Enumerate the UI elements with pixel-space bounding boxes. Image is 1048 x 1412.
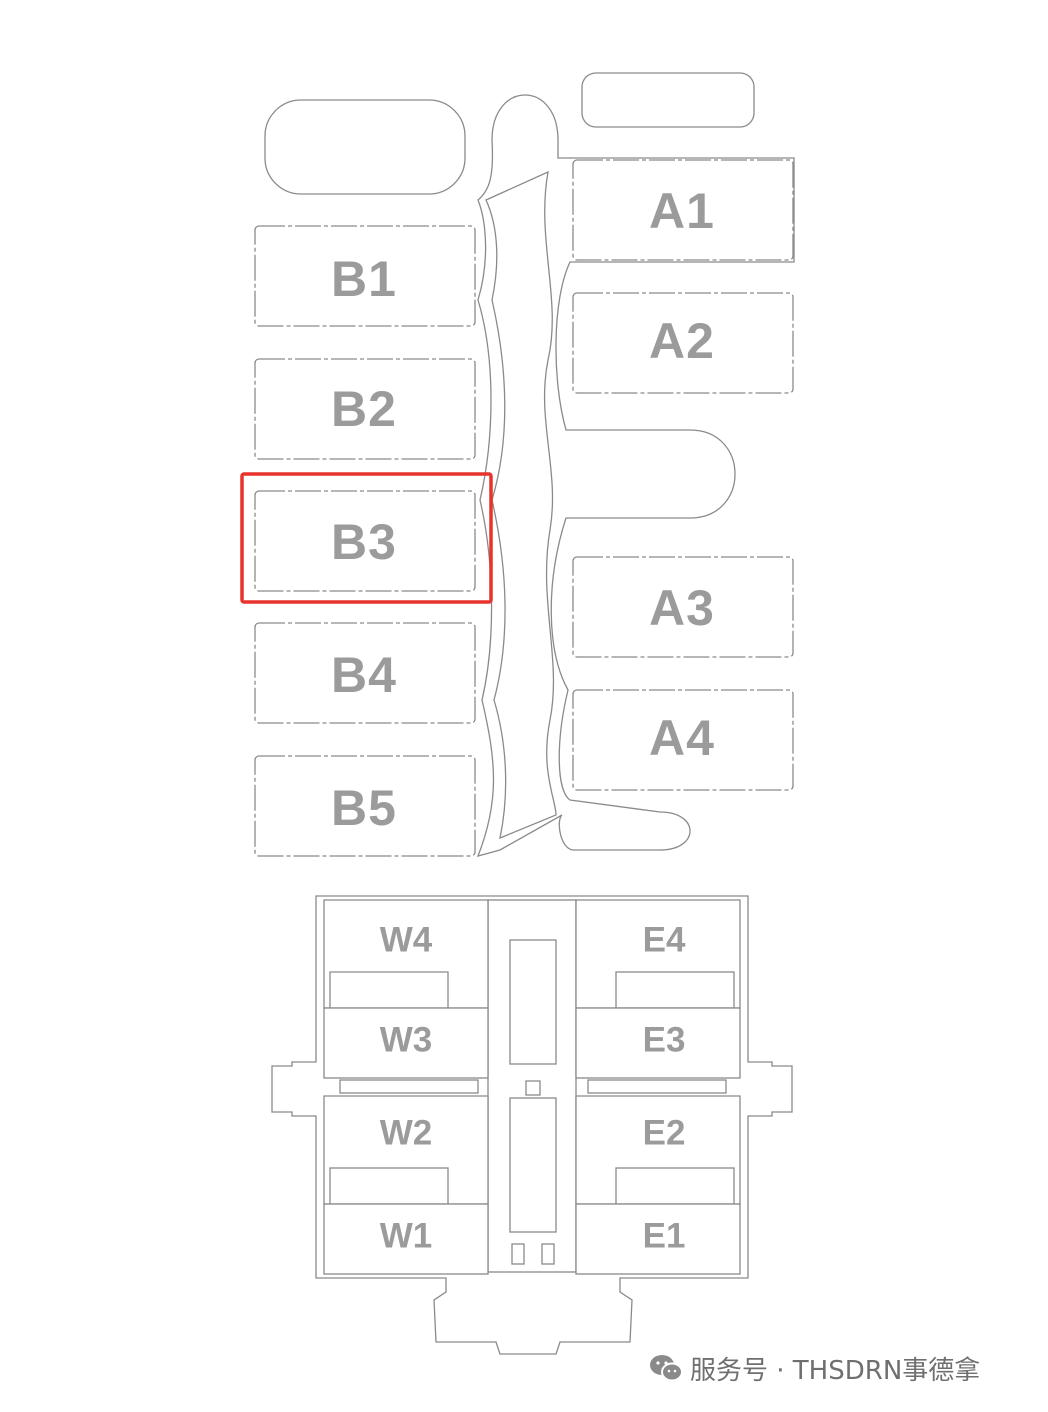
unit-e1: E1 (575, 1203, 741, 1275)
building-b3: B3 (254, 490, 476, 592)
unit-w2: W2 (323, 1095, 489, 1205)
central-road (476, 94, 795, 857)
unit-label: E3 (643, 1021, 686, 1060)
unit-label: E2 (643, 1114, 686, 1153)
unit-w1: W1 (323, 1203, 489, 1275)
building-b2: B2 (254, 358, 476, 460)
unit-label: W3 (380, 1021, 433, 1060)
building-a4: A4 (572, 689, 794, 791)
unit-w4: W4 (323, 899, 489, 1009)
spine-block (509, 939, 557, 1065)
building-label: B4 (331, 647, 397, 703)
building-label: B1 (331, 251, 397, 307)
unit-label: E1 (643, 1217, 686, 1256)
building-a3: A3 (572, 556, 794, 658)
corridor-east (587, 1079, 727, 1094)
spine-stub (511, 1243, 525, 1265)
building-label: B2 (331, 381, 397, 437)
building-b5: B5 (254, 755, 476, 857)
building-a1: A1 (572, 159, 794, 261)
building-b4: B4 (254, 622, 476, 724)
wechat-icon (648, 1353, 684, 1383)
plaza-right (581, 72, 755, 128)
building-label: B5 (331, 780, 397, 836)
plaza-left (264, 99, 466, 195)
building-label: A4 (649, 710, 715, 766)
building-label: A3 (649, 580, 715, 636)
watermark-text: 服务号 · THSDRN事德拿 (690, 1355, 981, 1386)
building-a2: A2 (572, 292, 794, 394)
unit-e4: E4 (575, 899, 741, 1009)
unit-e2: E2 (575, 1095, 741, 1205)
building-label: B3 (331, 514, 397, 570)
unit-w3: W3 (323, 1007, 489, 1079)
building-b1: B1 (254, 225, 476, 327)
building-label: A2 (649, 313, 715, 369)
spine-node (525, 1080, 541, 1096)
unit-label: W1 (380, 1217, 433, 1256)
building-label: A1 (649, 183, 715, 239)
highlight-box (240, 472, 493, 604)
unit-label: E4 (643, 921, 686, 960)
watermark: 服务号 · THSDRN事德拿 (648, 1346, 980, 1390)
corridor-west (339, 1079, 479, 1094)
unit-e3: E3 (575, 1007, 741, 1079)
unit-label: W4 (380, 921, 433, 960)
spine-block (509, 1097, 557, 1233)
spine-stub (541, 1243, 555, 1265)
central-road-inner (485, 170, 557, 840)
unit-label: W2 (380, 1114, 433, 1153)
